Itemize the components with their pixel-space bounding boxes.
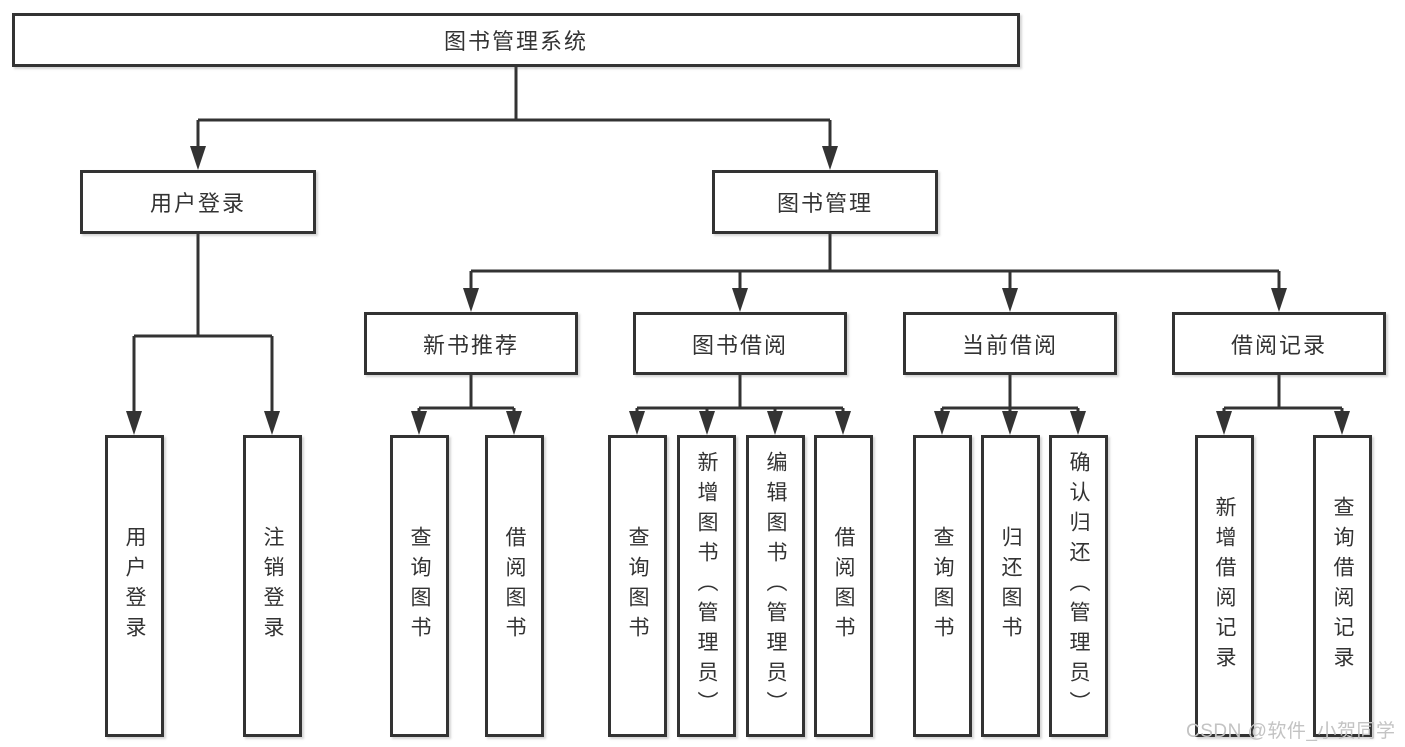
node-current-borrowing: 当前借阅: [903, 312, 1117, 375]
arrow-icon: [1216, 411, 1232, 435]
leaf-query-books-recommend: 查询图书: [390, 435, 449, 737]
arrow-icon: [126, 411, 142, 435]
leaf-user-login: 用户登录: [105, 435, 164, 737]
arrow-icon: [1002, 411, 1018, 435]
arrow-icon: [822, 146, 838, 170]
node-user-login: 用户登录: [80, 170, 316, 234]
arrow-icon: [1334, 411, 1350, 435]
arrow-icon: [1271, 288, 1287, 312]
connector-lines: [132, 67, 1344, 418]
leaf-query-borrow-record: 查询借阅记录: [1313, 435, 1372, 737]
leaf-add-books-admin: 新增图书（管理员）: [677, 435, 736, 737]
arrowheads: [126, 146, 1350, 435]
arrow-icon: [411, 411, 427, 435]
node-borrowing-records: 借阅记录: [1172, 312, 1386, 375]
csdn-watermark: CSDN @软件_小贺同学: [1186, 721, 1396, 742]
leaf-return-books: 归还图书: [981, 435, 1040, 737]
arrow-icon: [506, 411, 522, 435]
arrow-icon: [190, 146, 206, 170]
node-book-borrowing: 图书借阅: [633, 312, 847, 375]
arrow-icon: [732, 288, 748, 312]
arrow-icon: [699, 411, 715, 435]
arrow-icon: [629, 411, 645, 435]
arrow-icon: [1002, 288, 1018, 312]
arrow-icon: [835, 411, 851, 435]
leaf-edit-books-admin: 编辑图书（管理员）: [746, 435, 805, 737]
node-new-book-recommend: 新书推荐: [364, 312, 578, 375]
arrow-icon: [934, 411, 950, 435]
arrow-icon: [767, 411, 783, 435]
leaf-confirm-return-admin: 确认归还（管理员）: [1049, 435, 1108, 737]
arrow-icon: [463, 288, 479, 312]
node-system-root: 图书管理系统: [12, 13, 1020, 67]
leaf-logout: 注销登录: [243, 435, 302, 737]
leaf-query-books-borrowing: 查询图书: [608, 435, 667, 737]
leaf-query-books-current: 查询图书: [913, 435, 972, 737]
arrow-icon: [1070, 411, 1086, 435]
leaf-borrow-books-recommend: 借阅图书: [485, 435, 544, 737]
arrow-icon: [264, 411, 280, 435]
leaf-add-borrow-record: 新增借阅记录: [1195, 435, 1254, 737]
leaf-borrow-books-borrowing: 借阅图书: [814, 435, 873, 737]
node-book-management: 图书管理: [712, 170, 938, 234]
